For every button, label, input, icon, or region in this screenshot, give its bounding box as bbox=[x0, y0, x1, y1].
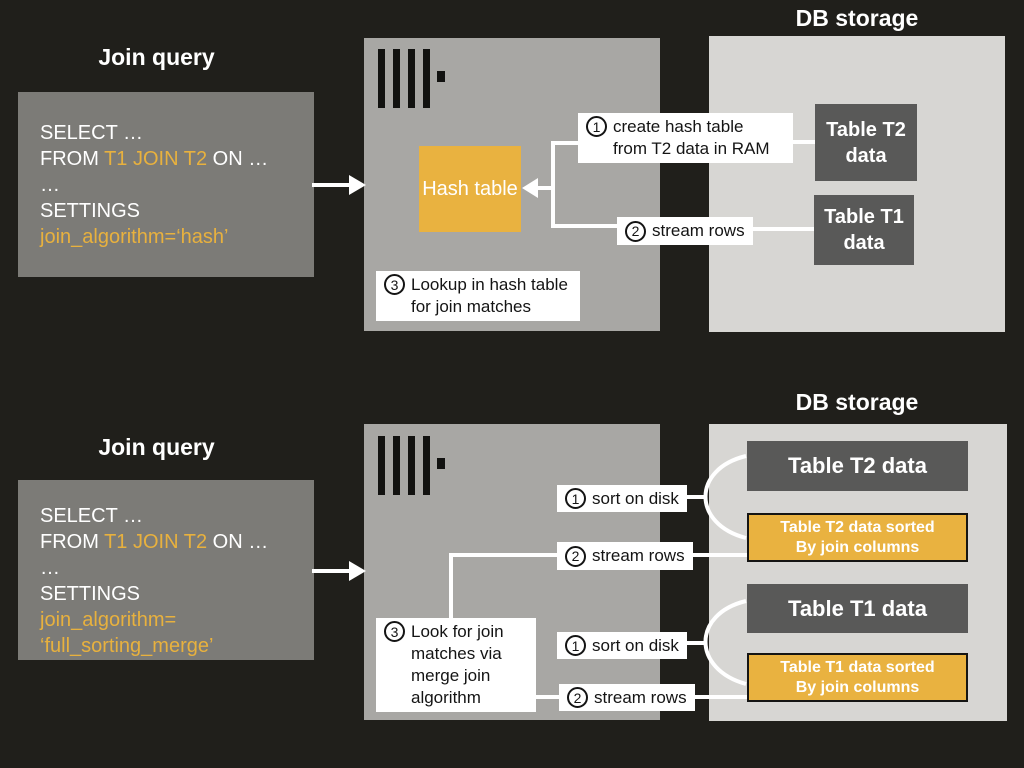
circled-number-icon: 1 bbox=[565, 488, 586, 509]
join-query-title-bottom: Join query bbox=[98, 434, 215, 460]
table-t1-data-box: Table T1 data bbox=[747, 584, 968, 633]
table-t1-sorted-label: Table T1 data sorted bbox=[780, 658, 935, 676]
note1-to-t2-line bbox=[793, 140, 815, 144]
logo-dot-icon bbox=[437, 71, 445, 82]
table-t2-data-box: Table T2 data bbox=[815, 104, 917, 181]
query-to-server-arrow-line bbox=[312, 569, 350, 573]
sql-setting-highlight: join_algorithm= bbox=[40, 609, 177, 631]
sql-line: SETTINGS bbox=[40, 583, 141, 605]
circled-number-icon: 2 bbox=[625, 220, 646, 242]
step3-merge-join-note: 3 Look for join matches via merge join a… bbox=[376, 618, 536, 712]
circled-number-icon: 1 bbox=[565, 635, 586, 656]
join-query-title-top: Join query bbox=[98, 44, 215, 70]
db-storage-title-top: DB storage bbox=[795, 5, 919, 31]
to-hash-table-arrowhead bbox=[522, 178, 538, 198]
to-hash-table-line bbox=[536, 186, 553, 190]
sql-line: SELECT … bbox=[40, 122, 143, 144]
table-t2-label: Table T2 data bbox=[826, 118, 906, 167]
circled-number-icon: 2 bbox=[567, 687, 588, 708]
step1-sort-on-disk-note-t1: 1 sort on disk bbox=[557, 632, 687, 659]
table-t1-label: Table T1 data bbox=[824, 206, 904, 254]
sql-line: SELECT … bbox=[40, 505, 143, 527]
circled-number-icon: 3 bbox=[384, 621, 405, 642]
table-t1-data-box: Table T1 data bbox=[814, 195, 914, 265]
query-to-server-arrowhead bbox=[349, 561, 366, 581]
sort-on-disk-stub-t1 bbox=[685, 641, 707, 645]
sql-line: FROM T1 JOIN T2 ON … bbox=[40, 148, 269, 170]
table-t2-data-box: Table T2 data bbox=[747, 441, 968, 491]
sql-line: … bbox=[40, 557, 60, 579]
sql-setting-highlight: ‘full_sorting_merge’ bbox=[40, 635, 214, 657]
hash-table-label: Hash table bbox=[422, 178, 518, 200]
logo-bar-icon bbox=[408, 49, 415, 108]
query-to-server-arrow-line bbox=[312, 183, 350, 187]
logo-bar-icon bbox=[393, 49, 400, 108]
step3-lookup-note: 3 Lookup in hash table for join matches bbox=[376, 271, 580, 321]
logo-bar-icon bbox=[378, 49, 385, 108]
sql-join-highlight: T1 JOIN T2 bbox=[104, 148, 208, 170]
logo-bar-icon bbox=[423, 436, 430, 495]
step1-sort-on-disk-note-t2: 1 sort on disk bbox=[557, 485, 687, 512]
circled-number-icon: 2 bbox=[565, 545, 586, 567]
bracket-vertical-line bbox=[551, 141, 555, 228]
sql-setting-highlight: join_algorithm=‘hash’ bbox=[40, 226, 229, 248]
sql-join-highlight: T1 JOIN T2 bbox=[104, 531, 208, 553]
circled-number-icon: 1 bbox=[586, 116, 607, 137]
sql-line: FROM T1 JOIN T2 ON … bbox=[40, 531, 269, 553]
query-code-box-bottom: SELECT … FROM T1 JOIN T2 ON … … SETTINGS… bbox=[18, 480, 314, 660]
logo-dot-icon bbox=[437, 458, 445, 469]
step2-stream-rows-note-t2: 2 stream rows bbox=[557, 542, 693, 570]
bracket-bottom-arm-line bbox=[551, 224, 617, 228]
logo-bar-icon bbox=[378, 436, 385, 495]
merge-vertical-line bbox=[449, 553, 453, 618]
query-to-server-arrowhead bbox=[349, 175, 366, 195]
table-t2-sorted-label: By join columns bbox=[795, 538, 920, 556]
table-t1-sorted-label: By join columns bbox=[795, 678, 920, 696]
logo-bar-icon bbox=[423, 49, 430, 108]
bracket-top-arm-line bbox=[551, 141, 578, 145]
table-t1-label: Table T1 data bbox=[788, 595, 927, 621]
step2-stream-rows-note: 2 stream rows bbox=[617, 217, 753, 245]
step2-stream-rows-note-t1: 2 stream rows bbox=[559, 684, 695, 711]
circled-number-icon: 3 bbox=[384, 274, 405, 295]
sql-line: … bbox=[40, 174, 60, 196]
query-code-box-top: SELECT … FROM T1 JOIN T2 ON … … SETTINGS… bbox=[18, 92, 314, 277]
table-t2-sorted-label: Table T2 data sorted bbox=[780, 518, 935, 536]
step1-create-hash-table-note: 1 create hash table from T2 data in RAM bbox=[578, 113, 793, 163]
table-t2-label: Table T2 data bbox=[788, 453, 927, 478]
db-storage-box-top bbox=[709, 36, 1005, 332]
db-storage-title-bottom: DB storage bbox=[795, 389, 919, 415]
clickhouse-logo-icon bbox=[378, 436, 448, 496]
sql-line: SETTINGS bbox=[40, 200, 141, 222]
sort-on-disk-stub-t2 bbox=[685, 495, 707, 499]
hash-table-box: Hash table bbox=[419, 146, 521, 232]
clickhouse-logo-icon bbox=[378, 49, 448, 109]
table-t1-sorted-box: Table T1 data sorted By join columns bbox=[747, 653, 968, 702]
note2-to-t1-line bbox=[753, 227, 814, 231]
logo-bar-icon bbox=[393, 436, 400, 495]
logo-bar-icon bbox=[408, 436, 415, 495]
table-t2-sorted-box: Table T2 data sorted By join columns bbox=[747, 513, 968, 562]
